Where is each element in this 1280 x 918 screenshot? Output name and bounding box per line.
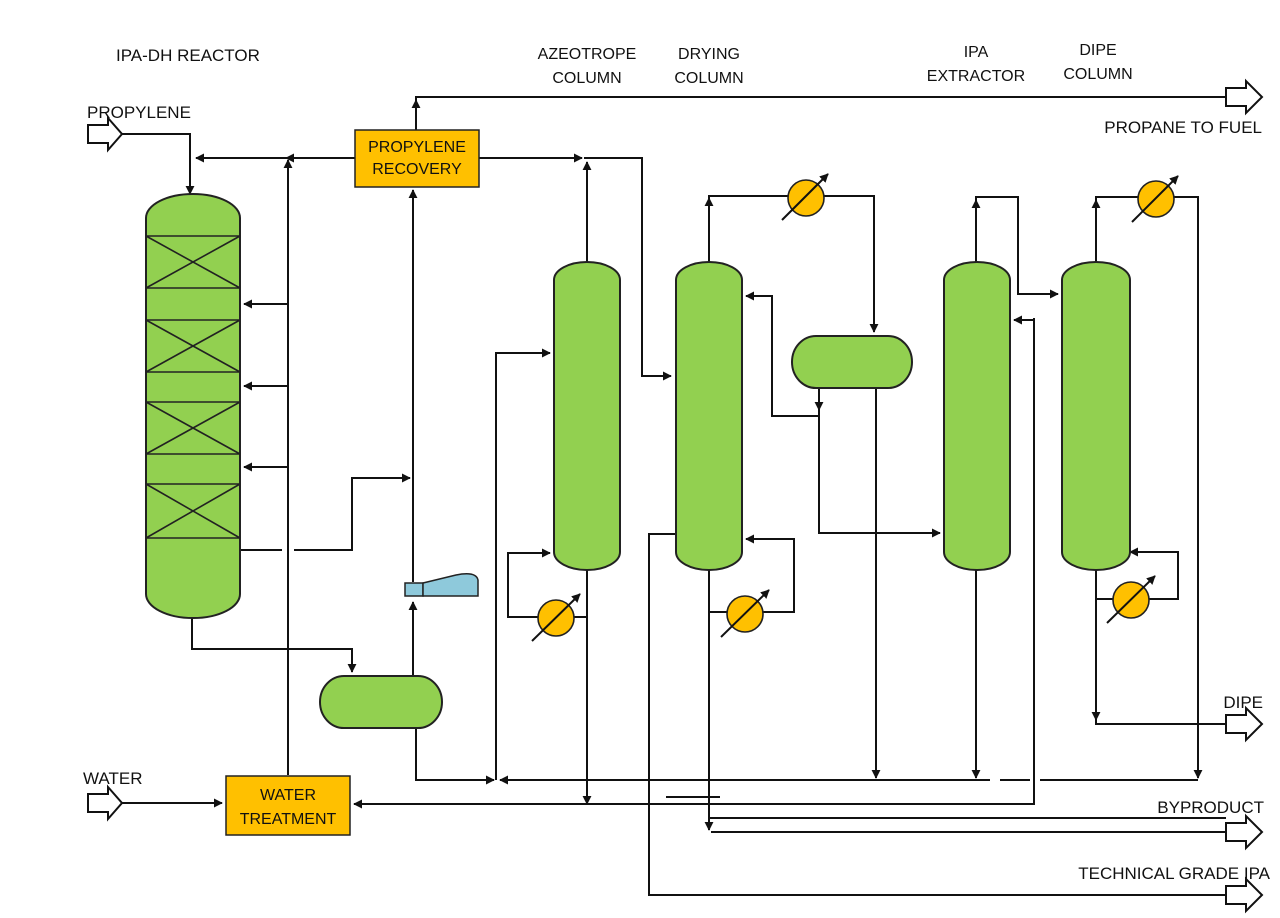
reactor-bottoms: [191, 618, 357, 673]
decanter-drum: [791, 335, 913, 389]
dipe-reboiler-loop: [1095, 547, 1179, 600]
dipe-title-2: COLUMN: [1063, 66, 1132, 83]
technical-ipa-label: TECHNICAL GRADE IPA: [1078, 864, 1270, 883]
technical-ipa-line: [648, 533, 1226, 896]
propylene-label: PROPYLENE: [87, 103, 191, 122]
treatment-label-1: WATER: [260, 787, 316, 804]
azeo-feed: [495, 348, 551, 780]
azeotrope-title-1: AZEOTROPE: [538, 46, 637, 63]
process-lines: [122, 96, 1226, 896]
open-arrow-icon: [87, 784, 124, 822]
extractor-title-2: EXTRACTOR: [927, 68, 1025, 85]
propylene-feed-line: [122, 133, 195, 195]
water-return: [353, 318, 1035, 809]
recovery-label-2: RECOVERY: [372, 161, 462, 178]
heat-exchanger-icon: [781, 173, 829, 221]
flash-bottoms: [415, 728, 495, 785]
azeotrope-column: [553, 261, 621, 571]
byproduct-label: BYPRODUCT: [1157, 798, 1264, 817]
dipe-bottoms: [1095, 599, 1226, 725]
reactor-title: IPA-DH REACTOR: [116, 46, 260, 65]
reactor-effluent-vapor-2: [294, 473, 411, 551]
open-arrow-icon: [1225, 876, 1264, 914]
dipe-product-label: DIPE: [1223, 693, 1263, 712]
open-arrow-icon: [1225, 813, 1264, 851]
drying-title-1: DRYING: [678, 46, 740, 63]
flash-drum: [319, 675, 443, 729]
compressor-icon: [404, 573, 479, 597]
heat-exchanger-icon: [1106, 575, 1156, 624]
propylene-recovery-box: PROPYLENE RECOVERY: [354, 129, 480, 188]
drying-reboiler-loop: [708, 534, 795, 613]
treatment-label-2: TREATMENT: [240, 811, 337, 828]
ipa-dh-reactor: [145, 193, 241, 619]
ipa-extractor: [943, 261, 1011, 571]
heat-exchanger-icon: [531, 593, 581, 642]
open-arrow-icon: [1225, 705, 1264, 743]
water-treatment-box: WATER TREATMENT: [225, 775, 351, 836]
heat-exchanger-icon: [1131, 175, 1179, 223]
azeo-reboiler-loop: [507, 548, 588, 618]
dipe-column: [1061, 261, 1131, 571]
dipe-title-1: DIPE: [1079, 42, 1116, 59]
decanter-to-extractor: [818, 416, 941, 538]
azeotrope-title-2: COLUMN: [552, 70, 621, 87]
recovery-to-drying: [584, 157, 672, 381]
open-arrow-icon: [1225, 78, 1264, 116]
drying-column: [675, 261, 743, 571]
extractor-title-1: IPA: [964, 44, 989, 61]
water-label: WATER: [83, 769, 143, 788]
drying-title-2: COLUMN: [674, 70, 743, 87]
propane-line: [415, 96, 1226, 130]
propane-to-fuel-label: PROPANE TO FUEL: [1104, 118, 1262, 137]
open-arrow-icon: [87, 115, 124, 153]
recovery-label-1: PROPYLENE: [368, 139, 466, 156]
heat-exchanger-icon: [720, 589, 770, 638]
